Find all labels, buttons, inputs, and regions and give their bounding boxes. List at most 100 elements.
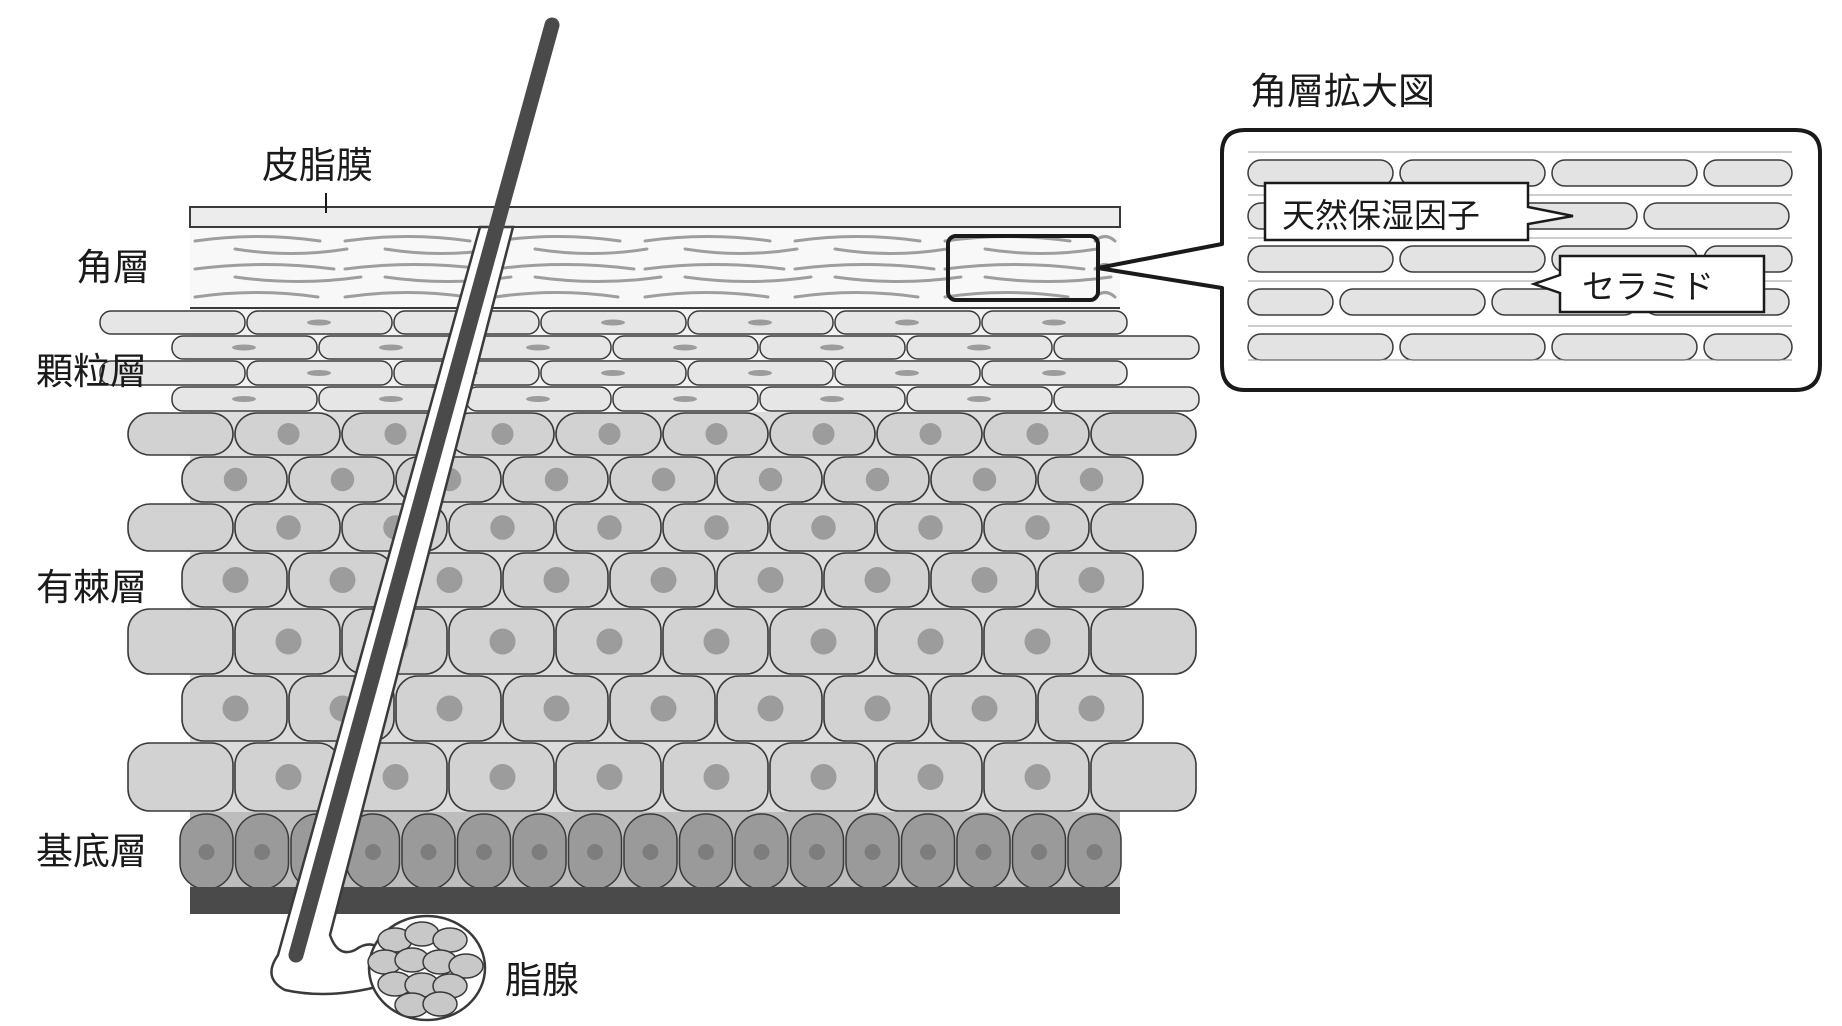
- cell-nucleus: [757, 567, 784, 593]
- basal-nucleus: [531, 844, 548, 860]
- corneum-fiber: [343, 291, 470, 299]
- gland-cell: [448, 953, 484, 979]
- cell-nucleus: [971, 695, 998, 722]
- granular-nucleus: [820, 344, 844, 351]
- spinous-cell: [1090, 503, 1197, 552]
- granular-nucleus: [1042, 370, 1066, 376]
- granular-layer-cells: [99, 310, 1200, 412]
- granular-nucleus: [307, 319, 331, 326]
- spinous-cell: [127, 503, 234, 552]
- granular-cell: [99, 360, 246, 386]
- granular-cell: [99, 310, 246, 335]
- granular-nucleus: [526, 396, 550, 402]
- cell-nucleus: [222, 695, 249, 722]
- cell-nucleus: [276, 515, 301, 540]
- granular-nucleus: [673, 344, 697, 351]
- corneum-fiber: [233, 275, 363, 283]
- cell-nucleus: [222, 567, 249, 593]
- sebum-film-label: 皮脂膜: [262, 144, 373, 187]
- cell-nucleus: [490, 515, 515, 540]
- granular-nucleus: [379, 344, 403, 351]
- cell-nucleus: [919, 423, 942, 445]
- cell-nucleus: [275, 764, 302, 790]
- granular-nucleus: [379, 396, 403, 402]
- cell-nucleus: [757, 695, 784, 722]
- cell-nucleus: [704, 515, 729, 540]
- nmf-label: 天然保湿因子: [1282, 196, 1480, 235]
- magnified-corneocyte: [1703, 159, 1793, 187]
- cell-nucleus: [436, 695, 463, 722]
- sebaceous-gland-label: 脂腺: [505, 959, 579, 1002]
- hair-shaft: [288, 17, 560, 963]
- granular-nucleus: [601, 319, 625, 326]
- stratum-granulosum-label: 顆粒層: [36, 350, 147, 393]
- granular-nucleus: [748, 319, 772, 326]
- magnified-corneocyte: [1399, 333, 1546, 361]
- spinous-layer-cells: [127, 412, 1197, 812]
- granular-nucleus: [895, 319, 919, 326]
- cell-nucleus: [703, 628, 730, 655]
- corneum-fiber: [793, 235, 922, 243]
- magnified-title: 角層拡大図: [1250, 70, 1435, 113]
- cell-nucleus: [917, 764, 944, 790]
- sebum-film: [189, 206, 1121, 228]
- corneum-fiber: [193, 263, 336, 271]
- magnified-corneocyte: [1551, 333, 1698, 361]
- nmf-label-box: [1263, 181, 1574, 242]
- basal-nucleus: [1086, 844, 1103, 860]
- corneum-fiber: [833, 247, 949, 255]
- cell-nucleus: [1024, 628, 1051, 655]
- granular-nucleus: [232, 396, 256, 402]
- cell-nucleus: [491, 423, 514, 445]
- cell-nucleus: [1026, 423, 1049, 445]
- basal-nucleus: [198, 844, 215, 860]
- cell-nucleus: [705, 423, 728, 445]
- corneum-fibers: [193, 235, 1117, 299]
- corneum-fiber: [983, 247, 1099, 255]
- corneum-fiber: [193, 235, 322, 243]
- cell-nucleus: [544, 467, 569, 492]
- ceramide-label: セラミド: [1582, 267, 1714, 306]
- magnified-corneocyte: [1551, 159, 1698, 187]
- magnified-corneocyte: [1339, 288, 1486, 316]
- cell-nucleus: [650, 695, 677, 722]
- cell-nucleus: [543, 567, 570, 593]
- magnified-corneocyte: [1247, 245, 1394, 273]
- basal-nucleus: [642, 844, 659, 860]
- cell-nucleus: [918, 515, 943, 540]
- cell-nucleus: [330, 467, 355, 492]
- corneum-fiber: [793, 291, 920, 299]
- basal-nucleus: [809, 844, 825, 860]
- cell-nucleus: [811, 515, 836, 540]
- cell-nucleus: [651, 467, 676, 492]
- magnified-corneocyte: [1247, 288, 1334, 316]
- corneum-fiber: [493, 263, 636, 271]
- stratum-spinosum-label: 有棘層: [36, 566, 147, 609]
- corneum-fiber: [643, 291, 770, 299]
- cell-nucleus: [543, 695, 570, 722]
- corneum-fiber: [643, 263, 786, 271]
- granular-cell: [1053, 335, 1200, 360]
- cell-nucleus: [650, 567, 677, 593]
- granular-nucleus: [232, 344, 256, 351]
- cell-nucleus: [277, 423, 300, 445]
- basal-nucleus: [587, 844, 603, 860]
- magnified-corneocyte: [1399, 245, 1546, 273]
- cell-nucleus: [758, 467, 783, 492]
- corneum-fiber: [533, 275, 663, 283]
- corneum-fiber: [643, 235, 772, 243]
- corneum-fiber: [343, 235, 472, 243]
- corneum-fiber: [943, 291, 1070, 299]
- cell-nucleus: [489, 764, 516, 790]
- granular-nucleus: [895, 370, 919, 376]
- stratum-corneum-label: 角層: [76, 246, 150, 289]
- corneum-fiber: [943, 263, 1086, 271]
- basal-nucleus: [975, 844, 992, 860]
- cell-nucleus: [1078, 567, 1105, 593]
- corneum-fiber: [533, 247, 649, 255]
- cell-nucleus: [329, 567, 356, 593]
- basal-nucleus: [254, 844, 270, 860]
- granular-nucleus: [307, 370, 331, 376]
